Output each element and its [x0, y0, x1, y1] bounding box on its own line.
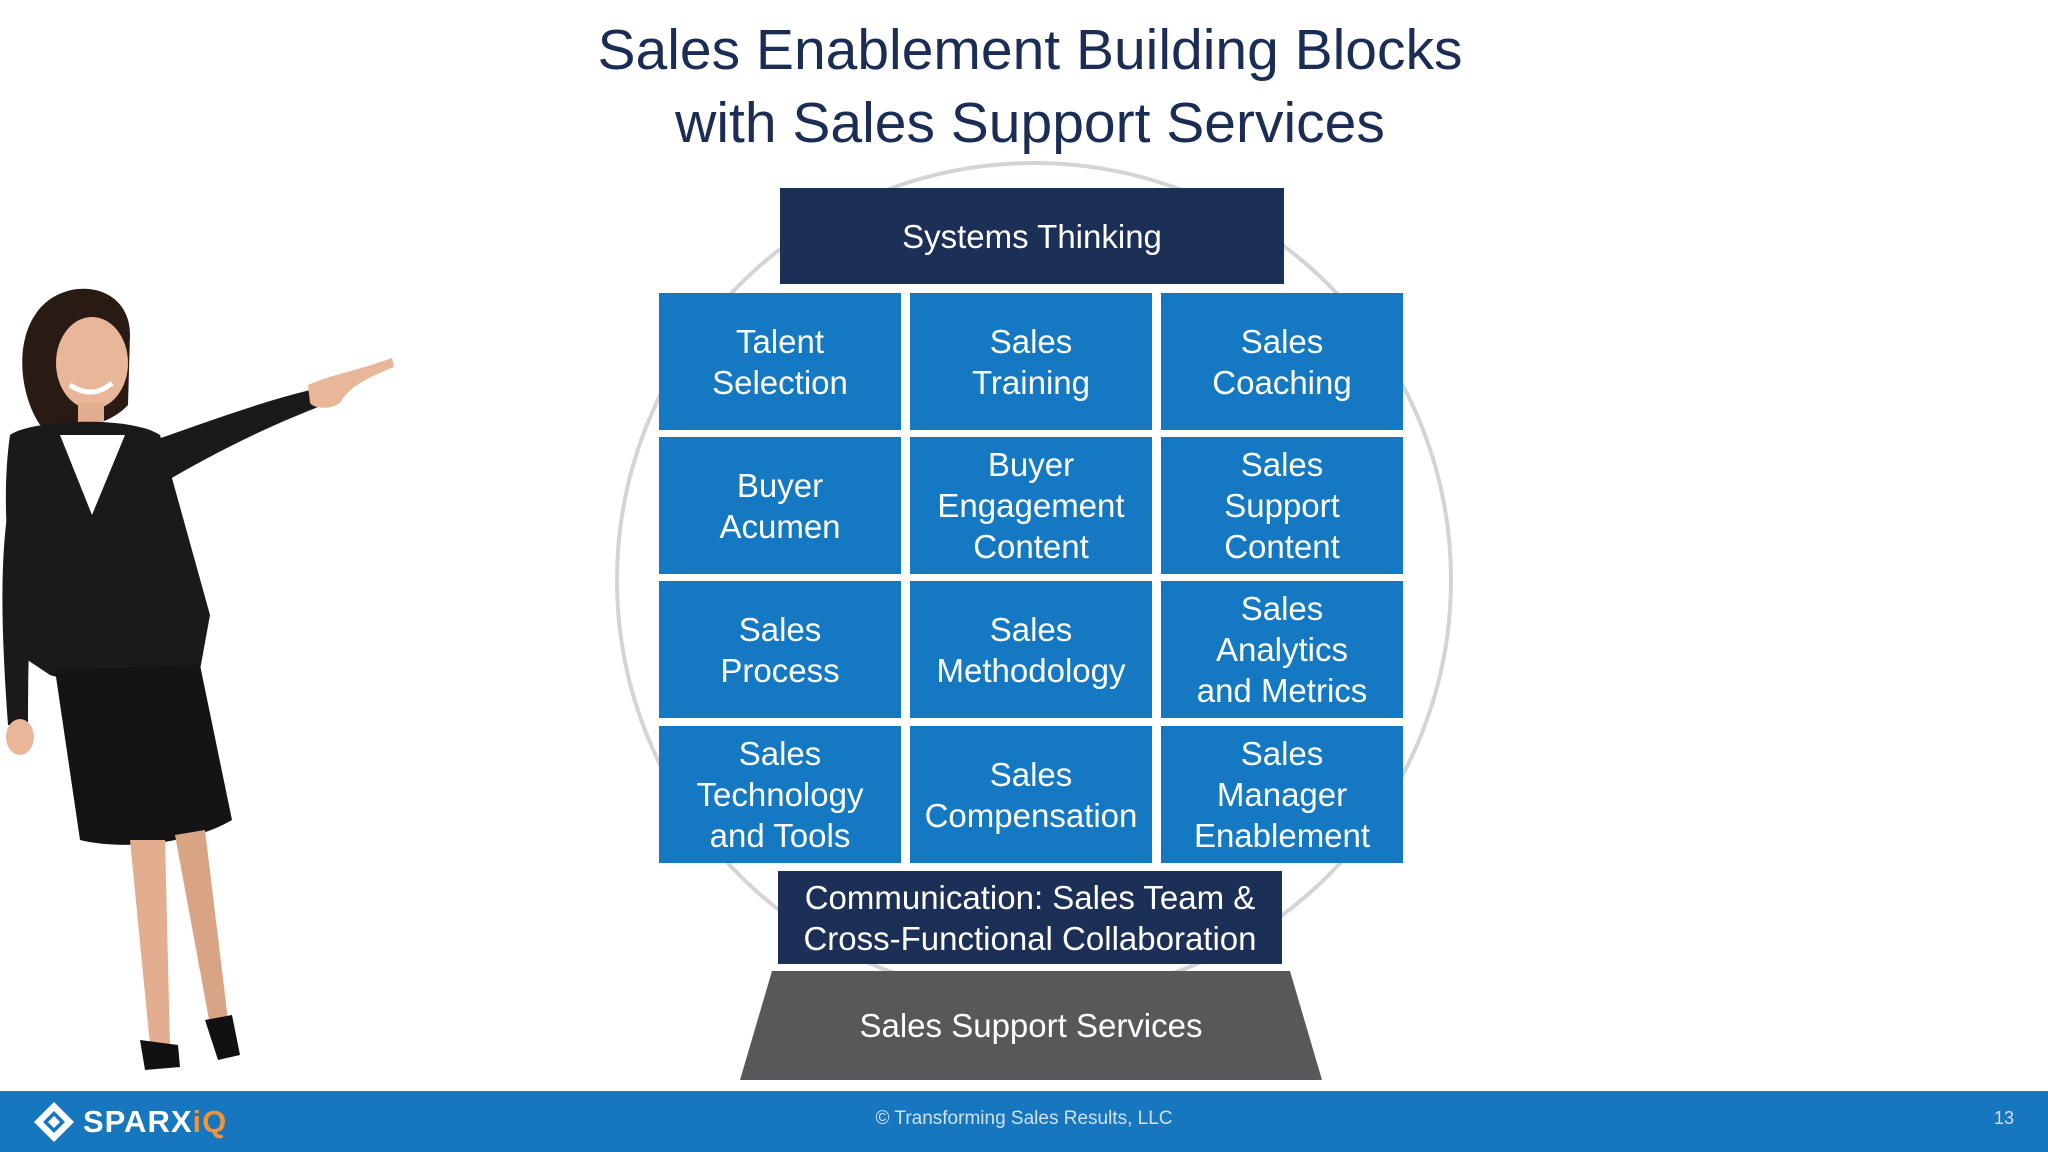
block-r1-c2: Sales Training	[910, 293, 1152, 430]
block-label: Buyer Acumen	[719, 466, 841, 545]
block-label: Talent Selection	[712, 322, 848, 401]
block-label: Sales Support Content	[1224, 446, 1340, 565]
block-communication: Communication: Sales Team & Cross-Functi…	[778, 871, 1282, 964]
block-label: Sales Coaching	[1212, 322, 1352, 401]
footer-bar: SPARXiQ © Transforming Sales Results, LL…	[0, 1091, 2048, 1152]
sparx-diamond-icon	[34, 1102, 74, 1142]
block-r2-c2: Buyer Engagement Content	[910, 437, 1152, 574]
logo-wordmark: SPARXiQ	[83, 1104, 228, 1139]
block-r4-c3: Sales Manager Enablement	[1161, 726, 1403, 863]
title-line-2: with Sales Support Services	[675, 91, 1385, 155]
block-r3-c1: Sales Process	[659, 581, 901, 718]
block-label: Sales Training	[972, 322, 1090, 401]
block-label: Sales Manager Enablement	[1193, 735, 1371, 854]
block-r4-c2: Sales Compensation	[910, 726, 1152, 863]
block-systems-thinking: Systems Thinking	[780, 188, 1284, 284]
copyright-text: © Transforming Sales Results, LLC	[875, 1108, 1173, 1129]
block-r2-c1: Buyer Acumen	[659, 437, 901, 574]
block-r2-c3: Sales Support Content	[1161, 437, 1403, 574]
block-r3-c3: Sales Analytics and Metrics	[1161, 581, 1403, 718]
block-label: Sales Compensation	[924, 755, 1138, 834]
page-number: 13	[1993, 1108, 2014, 1128]
block-r4-c1: Sales Technology and Tools	[659, 726, 901, 863]
block-r1-c1: Talent Selection	[659, 293, 901, 430]
block-label: Buyer Engagement Content	[937, 446, 1125, 565]
block-label: Sales Methodology	[936, 610, 1126, 689]
presenter-illustration	[2, 288, 394, 1070]
block-label: Sales Analytics and Metrics	[1196, 590, 1368, 709]
block-label: Sales Technology and Tools	[696, 735, 864, 854]
block-sales-support-services: Sales Support Services	[740, 971, 1322, 1080]
block-label: Sales Process	[720, 610, 840, 689]
block-label: Communication: Sales Team & Cross-Functi…	[803, 878, 1257, 957]
title-line-1: Sales Enablement Building Blocks	[597, 18, 1463, 82]
block-label: Systems Thinking	[902, 217, 1162, 255]
block-r3-c2: Sales Methodology	[910, 581, 1152, 718]
sparxiq-logo: SPARXiQ	[33, 1101, 227, 1143]
slide-title: Sales Enablement Building Blocks with Sa…	[0, 14, 2048, 160]
block-label: Sales Support Services	[859, 1006, 1203, 1044]
block-r1-c3: Sales Coaching	[1161, 293, 1403, 430]
